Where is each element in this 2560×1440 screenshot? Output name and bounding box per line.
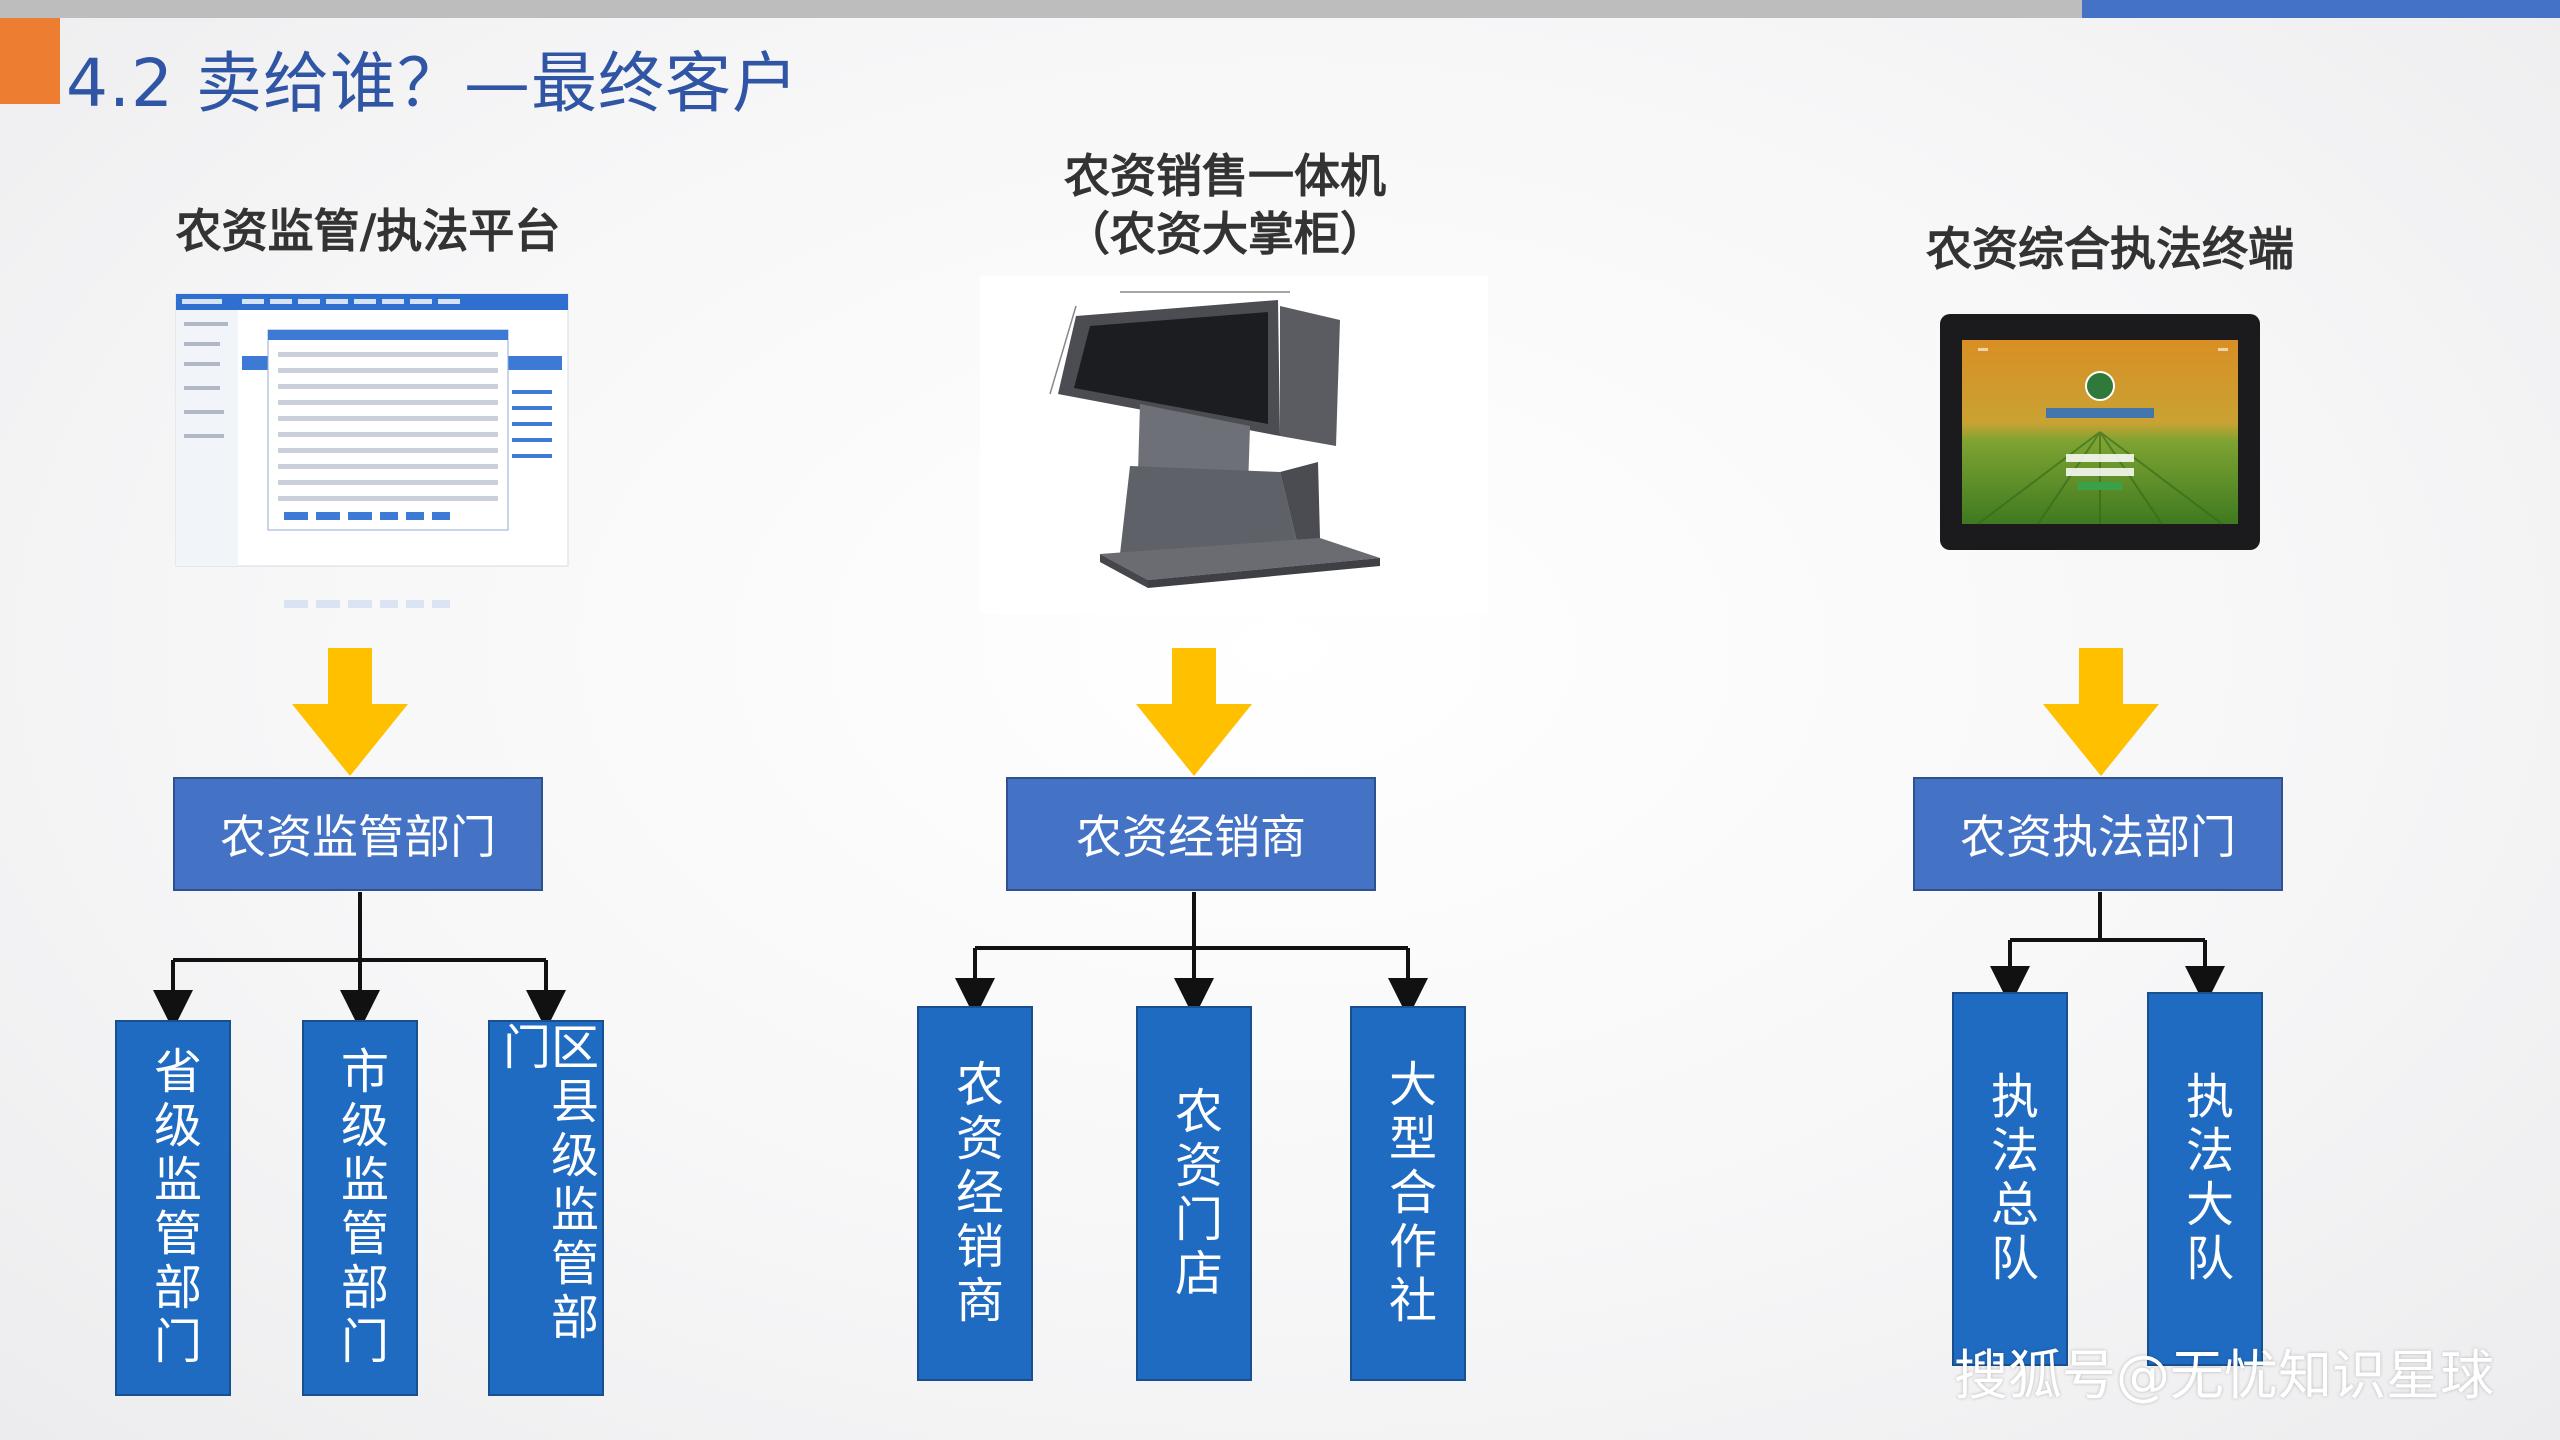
level2-box-store: 农资门店 [1136, 1006, 1252, 1381]
watermark: 搜狐号@无忧知识星球 [1954, 1344, 2494, 1407]
level2-box-cooperative: 大型合作社 [1350, 1006, 1466, 1381]
level1-box-regulators: 农资监管部门 [173, 777, 543, 891]
level1-box-dealers: 农资经销商 [1006, 777, 1376, 891]
level2-box-provincial: 省级监管部门 [115, 1020, 231, 1396]
down-arrow-kiosk [1136, 648, 1252, 776]
level2-box-dealer: 农资经销商 [917, 1006, 1033, 1381]
kiosk-machine-image [980, 276, 1488, 614]
down-arrow-terminal [2043, 648, 2159, 776]
level2-box-corps: 执法总队 [1952, 992, 2068, 1366]
product-title-platform: 农资监管/执法平台 [175, 204, 561, 258]
level1-box-enforcement: 农资执法部门 [1913, 777, 2283, 891]
product-title-kiosk-line1: 农资销售一体机 [1064, 149, 1386, 203]
tablet-terminal-image [1940, 314, 2260, 550]
product-title-kiosk-line2: （农资大掌柜） [1064, 207, 1386, 261]
level2-box-municipal: 市级监管部门 [302, 1020, 418, 1396]
level2-box-county: 区县级监管部门 [488, 1020, 604, 1396]
down-arrow-platform [292, 648, 408, 776]
top-bar [0, 0, 2082, 18]
top-bar-accent [2082, 0, 2560, 18]
product-title-terminal: 农资综合执法终端 [1926, 222, 2294, 276]
slide-title: 4.2 卖给谁？—最终客户 [66, 45, 799, 122]
title-accent-tab [0, 18, 60, 104]
platform-screenshot-image [175, 293, 569, 608]
level2-box-brigade: 执法大队 [2147, 992, 2263, 1366]
